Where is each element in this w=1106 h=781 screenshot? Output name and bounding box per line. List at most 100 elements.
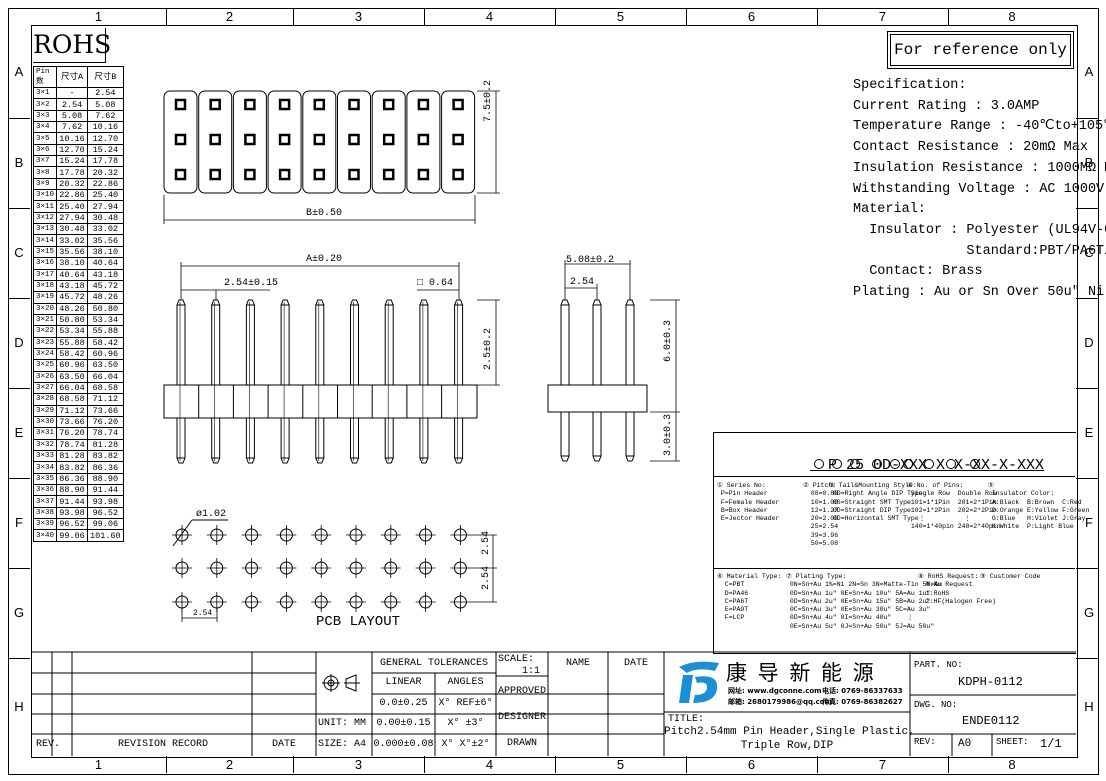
code-marker-6: [903, 459, 913, 469]
pin-table-cell: 101.60: [87, 529, 124, 542]
top-view-cell: [163, 90, 198, 194]
rev-value: A0: [958, 738, 972, 750]
spec-line: Contact Resistance : 20mΩ Max: [853, 140, 1088, 156]
zone-row-A-left: A: [14, 63, 24, 79]
zone-row-A-right: A: [1084, 63, 1094, 79]
pin-square: [348, 133, 360, 146]
zone-col-1-top: 1: [94, 9, 103, 24]
top-view-cell: [302, 90, 337, 194]
zone-col-7-top: 7: [878, 9, 887, 24]
side-view: [547, 299, 648, 462]
revision-record-header: REVISION RECORD: [118, 739, 209, 750]
pin-table-cell: 3×12: [32, 211, 58, 225]
zone-row-C-left: C: [14, 245, 24, 260]
pin-tip: [280, 299, 290, 306]
reference-note-text: For reference only: [890, 34, 1071, 66]
top-view-cell: [232, 90, 267, 194]
general-tolerances: GENERAL TOLERANCES: [379, 658, 489, 669]
pin-upper: [280, 304, 290, 386]
pin-lower: [211, 417, 221, 459]
pin-tip: [454, 457, 464, 464]
zone-tick: [8, 478, 30, 479]
pin-table-cell: 73.66: [56, 415, 89, 429]
part-code-box: [713, 432, 1076, 654]
dim-pitch: 2.54±0.15: [224, 278, 279, 289]
side-pin-tip: [560, 455, 570, 462]
zone-tick: [1076, 118, 1098, 119]
rohs-text: ROHS: [33, 30, 112, 59]
pin-table-cell: 3×18: [32, 279, 58, 293]
zone-row-E-right: E: [1084, 425, 1094, 440]
pin-tip: [384, 457, 394, 464]
code-marker-4: [872, 459, 882, 469]
pin-upper: [245, 304, 255, 386]
side-pin-lower: [625, 411, 635, 457]
zone-row-G-left: G: [13, 605, 25, 620]
spec-line: Insulation Resistance : 1000MΩ Min: [853, 160, 1106, 176]
company-tel: 电话: 0769-86337633: [822, 687, 903, 695]
side-pin-lower: [560, 411, 570, 457]
legend-color: ⑤ Insulator Color: A:Black B:Brown C:Red…: [988, 482, 1090, 531]
code-marker-5: [890, 459, 900, 469]
pin-table-cell: 91.44: [56, 495, 89, 508]
spec-line: Insulator : Polyester (UL94V-0): [853, 222, 1106, 238]
pin-tip: [419, 457, 429, 464]
top-view-cell: [267, 90, 302, 194]
zone-row-E-left: E: [14, 425, 24, 440]
zone-tick: [686, 8, 687, 25]
spec-line: Standard:PBT/PA6T/LCP: [966, 243, 1106, 259]
code-marker-2: [832, 459, 842, 469]
zone-row-B-left: B: [14, 155, 24, 170]
zone-row-F-left: F: [15, 515, 23, 530]
part-no: KDPH-0112: [958, 675, 1023, 689]
pin-square: [209, 168, 221, 181]
zone-tick: [1076, 298, 1098, 299]
zone-tick: [8, 118, 30, 119]
name-header: NAME: [565, 658, 590, 669]
reference-note: For reference only: [887, 31, 1074, 69]
company-logo: [675, 659, 725, 711]
side-pin-tip: [592, 455, 602, 462]
legend-material: ⑥ Material Type: C=PBT D=PA46 C=PA6T E=P…: [717, 573, 782, 622]
pin-table-cell: 3×30: [32, 415, 58, 429]
zone-row-D-right: D: [1084, 335, 1094, 350]
code-marker-7: [924, 459, 934, 469]
pin-tip: [350, 457, 359, 464]
pin-lower: [419, 417, 429, 459]
pcb-layout-label: PCB LAYOUT: [316, 614, 401, 630]
pin-square: [244, 133, 256, 146]
zone-tick: [555, 756, 556, 773]
legend-tail: ③ Tail&Mounting Style: 0D=Right Angle DI…: [829, 482, 923, 523]
pin-square: [278, 133, 291, 146]
zone-tick: [8, 208, 30, 209]
top-view-cell: [337, 90, 371, 194]
pin-upper: [419, 304, 429, 386]
pin-square: [174, 98, 187, 111]
company-name: 康 导 新 能 源: [726, 661, 876, 685]
date2-header: DATE: [623, 658, 648, 669]
side-pin-upper: [592, 304, 602, 386]
dwg-no: ENDE0112: [962, 714, 1020, 728]
approved-label: APPROVED: [497, 686, 546, 697]
designer-label: DESIGNER: [497, 712, 546, 723]
zone-tick: [424, 756, 425, 773]
pin-tip: [315, 457, 325, 464]
zone-col-7-bottom: 7: [878, 757, 887, 772]
zone-row-C-right: C: [1084, 245, 1094, 260]
zone-col-3-top: 3: [354, 9, 363, 24]
pin-upper: [315, 304, 325, 386]
zone-col-5-bottom: 5: [616, 757, 625, 772]
zone-row-G-right: G: [1083, 605, 1095, 620]
dim-a: A±0.20: [306, 254, 343, 265]
pin-square: [244, 168, 256, 181]
side-pin-upper: [625, 304, 635, 386]
zone-tick: [8, 658, 30, 659]
